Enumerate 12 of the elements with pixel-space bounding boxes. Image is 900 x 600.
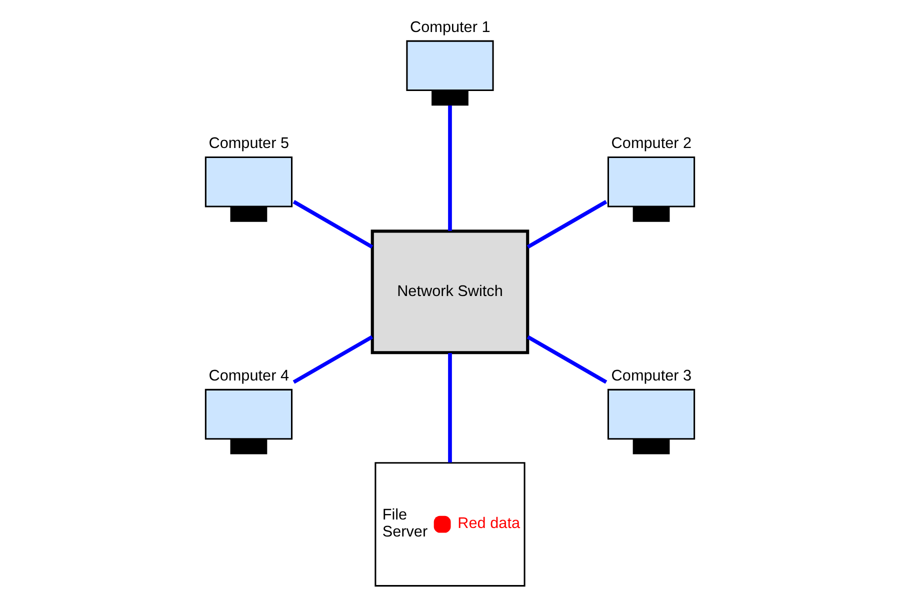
connector — [448, 353, 452, 462]
connector — [292, 200, 374, 249]
node-box: Network Switch — [370, 230, 530, 354]
node-label: Computer 3 — [611, 367, 692, 384]
connector — [526, 335, 608, 384]
node-label: Computer 2 — [611, 135, 692, 152]
node-label: Computer 4 — [208, 367, 290, 384]
connector — [448, 106, 452, 231]
node-label: Computer 1 — [410, 18, 490, 36]
node-label: Computer 5 — [208, 135, 290, 152]
connector — [526, 200, 608, 249]
connector — [292, 335, 374, 384]
